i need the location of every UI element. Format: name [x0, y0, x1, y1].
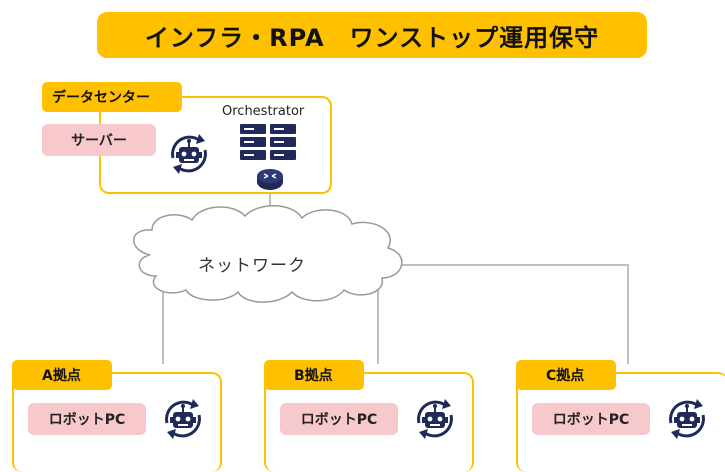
- site-c-robot-label: ロボットPC: [532, 403, 650, 435]
- server-label: サーバー: [42, 124, 156, 156]
- network-to-c-line: [398, 264, 629, 364]
- network-label: ネットワーク: [198, 256, 306, 276]
- router-icon: [257, 169, 283, 190]
- site-b-tag: B拠点: [264, 360, 364, 390]
- robot-cycle-icon: [165, 399, 201, 439]
- datacenter-tag: データセンター: [42, 82, 182, 112]
- network-cloud: [133, 205, 403, 303]
- site-a-tag: A拠点: [12, 360, 112, 390]
- connection-lines: [133, 190, 629, 364]
- robot-cycle-icon: [417, 399, 453, 439]
- site-a-robot-label: ロボットPC: [28, 403, 146, 435]
- site-b-robot-label: ロボットPC: [280, 403, 398, 435]
- page-title: インフラ・RPA ワンストップ運用保守: [97, 12, 647, 58]
- server-rack-icon: [240, 124, 296, 160]
- orchestrator-label: Orchestrator: [222, 104, 305, 119]
- robot-cycle-icon: [171, 134, 207, 174]
- site-c-tag: C拠点: [516, 360, 616, 390]
- robot-cycle-icon: [669, 399, 705, 439]
